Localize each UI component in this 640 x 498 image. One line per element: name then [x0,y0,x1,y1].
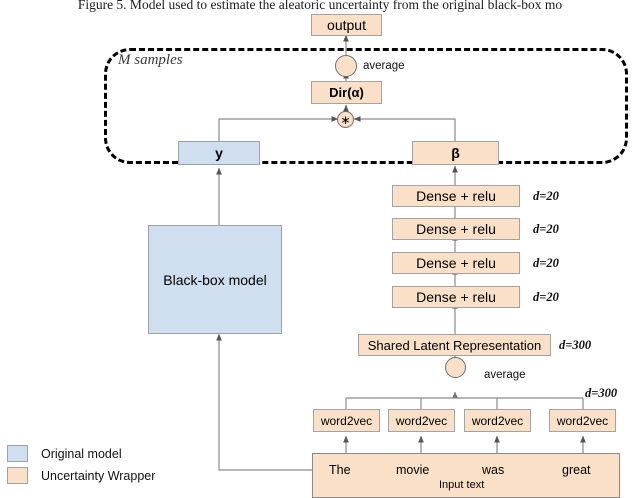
dense-layer-3-dim: d=20 [533,256,559,270]
multiply-node[interactable]: ∗ [337,111,354,128]
m-samples-label: M samples [118,52,183,68]
figure-caption: Figure 5. Model used to estimate the ale… [77,0,563,12]
input-word-2: movie [396,463,430,477]
dense-layer-1-dim: d=20 [533,189,559,203]
word2vec-box-1[interactable]: word2vec [313,409,380,432]
dense-layer-4[interactable]: Dense + relu [392,286,520,308]
word2vec-dim: d=300 [585,386,618,400]
average-top-label: average [363,60,405,72]
dense-layer-3[interactable]: Dense + relu [392,252,520,274]
input-text-caption: Input text [439,479,485,491]
word2vec-box-4[interactable]: word2vec [549,409,616,432]
dirichlet-box[interactable]: Dir(α) [311,81,382,104]
shared-latent-dim: d=300 [559,338,592,352]
black-box-model[interactable]: Black-box model [148,225,282,334]
input-word-1: The [329,463,351,477]
average-top-node[interactable] [335,55,357,77]
average-bottom-label: average [484,369,526,381]
m-samples-group [104,48,628,164]
output-box[interactable]: output [311,14,382,36]
word2vec-box-3[interactable]: word2vec [464,409,531,432]
legend-label-uncertainty-wrapper: Uncertainty Wrapper [41,469,156,483]
dense-layer-1[interactable]: Dense + relu [392,185,520,207]
average-bottom-node[interactable] [445,357,466,378]
legend-swatch-original-model [7,445,28,462]
dense-layer-2[interactable]: Dense + relu [392,218,520,240]
input-word-4: great [562,463,591,477]
dense-layer-4-dim: d=20 [533,290,559,304]
shared-latent-representation-box[interactable]: Shared Latent Representation [358,334,551,356]
legend-swatch-uncertainty-wrapper [7,467,28,484]
input-word-3: was [482,463,505,477]
input-text-box[interactable] [312,453,620,498]
y-output-box[interactable]: y [178,141,260,165]
legend-label-original-model: Original model [41,447,122,461]
word2vec-box-2[interactable]: word2vec [388,409,455,432]
beta-box[interactable]: β [412,141,499,165]
dense-layer-2-dim: d=20 [533,222,559,236]
